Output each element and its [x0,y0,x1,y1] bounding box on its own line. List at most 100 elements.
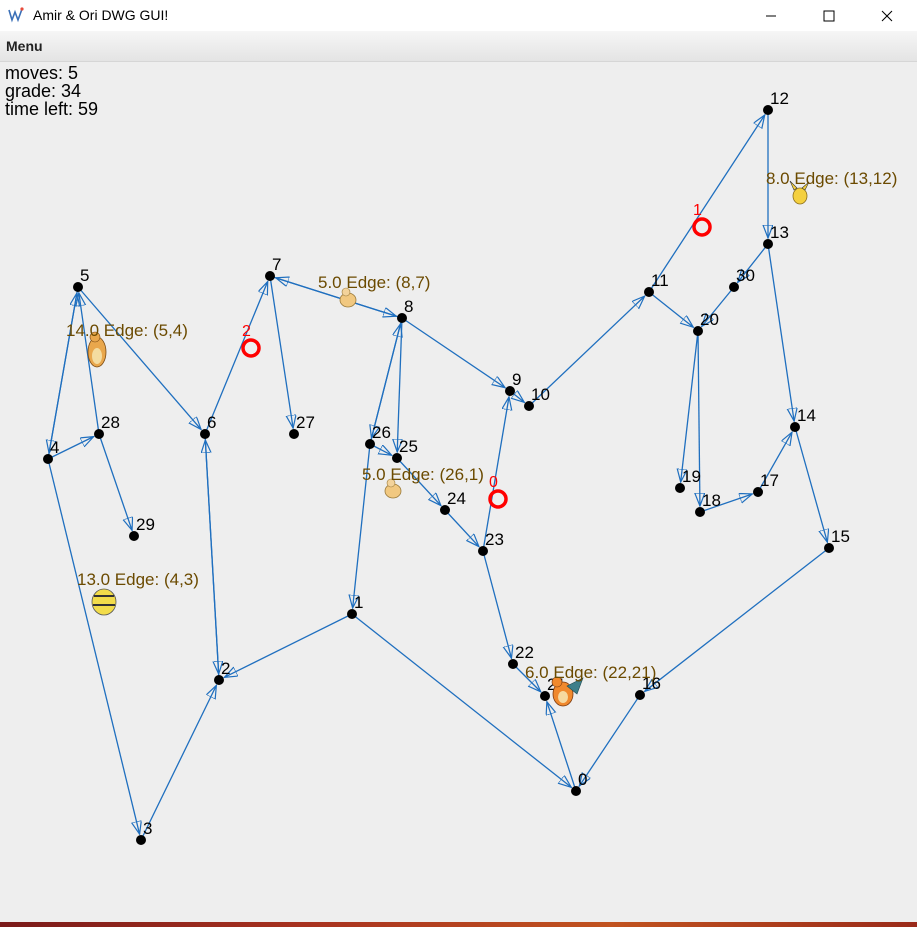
node-label-6: 6 [207,413,216,432]
graph-node-26[interactable] [365,439,375,449]
graph-edge-10-11 [528,296,645,407]
node-label-20: 20 [700,310,719,329]
agent-2 [241,338,261,358]
node-label-25: 25 [399,437,418,456]
graph-edge-26-8 [369,324,401,445]
graph-edge-7-27 [269,275,293,428]
node-label-18: 18 [702,491,721,510]
node-label-11: 11 [651,271,669,290]
time-left-counter: time left: 59 [5,99,99,119]
maximize-button[interactable] [800,0,858,31]
graph-edge-17-14 [757,432,792,493]
graph-node-15[interactable] [824,543,834,553]
node-label-1: 1 [354,593,363,612]
pokemon-icon [339,287,357,308]
graph-node-29[interactable] [129,531,139,541]
graph-node-14[interactable] [790,422,800,432]
graph-node-13[interactable] [763,239,773,249]
graph-edge-6-2 [204,433,219,674]
node-label-17: 17 [760,471,779,490]
graph-edge-3-2 [140,685,216,841]
graph-canvas[interactable]: 0123456789101112131415161718192021222324… [0,62,917,922]
graph-edge-28-29 [98,433,132,530]
agents-layer: 120 [241,202,712,509]
graph-node-10[interactable] [524,401,534,411]
window-titlebar: Amir & Ori DWG GUI! [0,0,917,31]
node-label-30: 30 [736,266,755,285]
node-label-14: 14 [797,406,816,425]
minimize-icon [766,15,776,16]
charizard-icon [551,676,584,707]
graph-node-18[interactable] [695,507,705,517]
graph-node-20[interactable] [693,326,703,336]
graph-edge-6-7 [204,282,268,435]
graph-node-11[interactable] [644,287,654,297]
graph-edge-11-20 [648,291,693,327]
pokemon-label: 6.0 Edge: (22,21) [525,663,656,682]
graph-edge-8-25 [397,317,402,452]
close-icon [881,10,893,21]
graph-node-2[interactable] [214,675,224,685]
pokemon-icon [384,478,402,499]
menu-button[interactable]: Menu [6,38,43,54]
graph-node-23[interactable] [478,546,488,556]
graph-node-30[interactable] [729,282,739,292]
node-label-5: 5 [80,266,89,285]
pokemon-label: 5.0 Edge: (26,1) [362,465,484,484]
graph-node-24[interactable] [440,505,450,515]
node-label-22: 22 [515,643,534,662]
graph-edge-24-23 [444,509,479,547]
graph-node-21[interactable] [540,691,550,701]
graph-edge-4-3 [47,458,140,834]
graph-node-27[interactable] [289,429,299,439]
nodes-layer: 0123456789101112131415161718192021222324… [43,89,850,845]
graph-node-3[interactable] [136,835,146,845]
graph-node-28[interactable] [94,429,104,439]
menu-bar: Menu [0,31,917,62]
graph-node-7[interactable] [265,271,275,281]
node-label-0: 0 [578,770,587,789]
graph-node-4[interactable] [43,454,53,464]
graph-edge-20-19 [681,330,699,482]
graph-node-22[interactable] [508,659,518,669]
node-label-4: 4 [50,438,59,457]
graph-edge-1-2 [224,613,353,677]
graph-node-25[interactable] [392,453,402,463]
app-icon [8,7,24,23]
node-label-19: 19 [682,467,701,486]
game-stats: moves: 5 grade: 34 time left: 59 [5,64,98,118]
node-label-12: 12 [770,89,789,108]
close-button[interactable] [858,0,916,31]
agent-1 [692,217,712,237]
graph-edge-15-16 [645,547,830,691]
agent-label-2: 2 [242,323,251,340]
grade-counter: grade: 34 [5,81,82,101]
graph-edge-14-15 [794,426,827,542]
electabuzz-icon [91,588,117,616]
graph-node-9[interactable] [505,386,515,396]
pokemon-label: 13.0 Edge: (4,3) [77,570,199,589]
minimize-button[interactable] [742,0,800,31]
graph-edge-23-22 [482,550,511,658]
pokemon-label: 8.0 Edge: (13,12) [766,169,897,188]
agent-0 [488,489,508,509]
graph-edge-13-30 [738,243,769,282]
node-label-13: 13 [770,223,789,242]
taskbar-strip [0,922,917,927]
graph-node-8[interactable] [397,313,407,323]
graph-node-0[interactable] [571,786,581,796]
node-label-28: 28 [101,413,120,432]
graph-node-6[interactable] [200,429,210,439]
graph-edge-26-1 [353,443,371,608]
graph-node-19[interactable] [675,483,685,493]
graph-node-12[interactable] [763,105,773,115]
graph-edge-18-17 [699,494,752,513]
graph-edge-4-5 [47,293,77,460]
node-label-23: 23 [485,530,504,549]
graph-node-16[interactable] [635,690,645,700]
graph-node-17[interactable] [753,487,763,497]
graph-edge-0-21 [547,702,577,792]
graph-node-1[interactable] [347,609,357,619]
graph-node-5[interactable] [73,282,83,292]
moves-counter: moves: 5 [5,63,79,83]
